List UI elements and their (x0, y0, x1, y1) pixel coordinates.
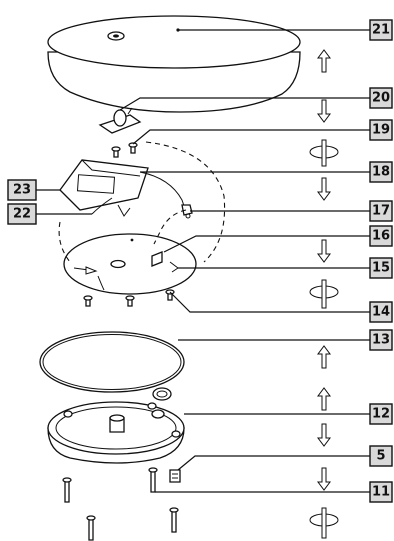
mounting-screws-11 (62, 467, 179, 541)
arrow-down-icon (317, 239, 331, 263)
callout-12: 12 (369, 403, 393, 425)
direction-arrows (309, 49, 339, 539)
routing-line-mid (153, 209, 187, 245)
callout-23: 23 (7, 179, 37, 201)
reflector-assembly (59, 159, 187, 217)
switch-bracket (98, 107, 142, 134)
svg-text:20: 20 (372, 91, 390, 106)
svg-text:16: 16 (372, 229, 390, 244)
callout-17: 17 (369, 200, 393, 222)
svg-text:14: 14 (372, 305, 390, 320)
svg-text:11: 11 (372, 485, 390, 500)
callout-22: 22 (7, 203, 37, 225)
arrow-up-icon (317, 387, 331, 411)
dome-cover (47, 15, 301, 113)
callout-18: 18 (369, 161, 393, 183)
svg-text:19: 19 (372, 123, 390, 138)
arrow-down-icon (317, 423, 331, 447)
gasket-ring (39, 331, 185, 393)
arrow-down-icon (317, 99, 331, 123)
callout-20: 20 (369, 87, 393, 109)
arrow-up-icon (317, 49, 331, 73)
svg-text:17: 17 (372, 204, 390, 219)
callout-19: 19 (369, 119, 393, 141)
screw-row-14 (83, 289, 175, 307)
svg-text:22: 22 (13, 207, 31, 222)
svg-text:5: 5 (376, 449, 385, 464)
svg-text:18: 18 (372, 165, 390, 180)
routing-line-left (58, 221, 71, 263)
svg-text:21: 21 (372, 23, 390, 38)
callout-16: 16 (369, 225, 393, 247)
base-housing (47, 387, 185, 464)
cable-gland-5 (169, 469, 181, 483)
callout-5: 5 (369, 445, 393, 467)
routing-line-right (145, 141, 226, 263)
arrow-up-icon (317, 345, 331, 369)
svg-text:13: 13 (372, 333, 390, 348)
svg-text:12: 12 (372, 407, 390, 422)
base-plate (63, 233, 197, 295)
rotate-arrow-icon (309, 279, 339, 309)
leader-lines (36, 29, 370, 493)
rotate-arrow-icon (309, 139, 339, 167)
connector-17 (181, 204, 193, 219)
svg-text:23: 23 (13, 183, 31, 198)
arrow-down-icon (317, 467, 331, 491)
callout-14: 14 (369, 301, 393, 323)
callout-13: 13 (369, 329, 393, 351)
callout-11: 11 (369, 481, 393, 503)
rotate-arrow-icon (309, 507, 339, 539)
callout-21: 21 (369, 19, 393, 41)
callout-15: 15 (369, 257, 393, 279)
arrow-down-icon (317, 177, 331, 201)
screw-pair-19 (111, 142, 138, 158)
svg-text:15: 15 (372, 261, 390, 276)
